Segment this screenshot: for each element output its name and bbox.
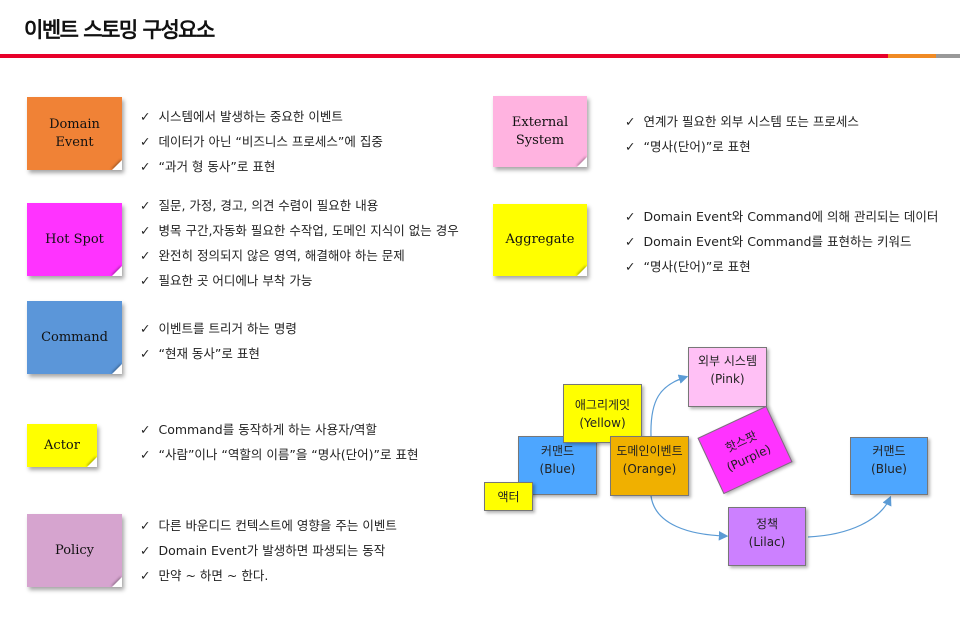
- bullet: Domain Event와 Command에 의해 관리되는 데이터: [625, 204, 938, 229]
- note-name: 도메인이벤트: [616, 444, 683, 458]
- command-bullets: 이벤트를 트리거 하는 명령 “현재 동사”로 표현: [140, 316, 297, 366]
- bullet: Domain Event가 발생하면 파생되는 동작: [140, 538, 397, 563]
- bullet: “사람”이나 “역할의 이름”을 “명사(단어)”로 표현: [140, 442, 418, 467]
- bullet: Command를 동작하게 하는 사용자/역할: [140, 417, 419, 442]
- divider-gray: [936, 54, 960, 58]
- external-system-bullets: 연계가 필요한 외부 시스템 또는 프로세스 “명사(단어)”로 표현: [625, 109, 859, 159]
- note-name: 애그리게잇: [574, 397, 631, 412]
- note-name: 커맨드: [540, 443, 575, 458]
- page-title: 이벤트 스토밍 구성요소: [24, 18, 215, 42]
- bullet: 필요한 곳 어디에나 부착 가능: [140, 268, 459, 293]
- bullet: 질문, 가정, 경고, 의견 수렴이 필요한 내용: [140, 193, 459, 218]
- diagram-aggregate-yellow: 애그리게잇 (Yellow): [563, 384, 642, 443]
- arrow-policy-to-command: [807, 495, 892, 538]
- sticky-label: Command: [41, 329, 108, 345]
- bullet: 시스템에서 발생하는 중요한 이벤트: [140, 104, 383, 129]
- sticky-label: Policy: [55, 542, 94, 558]
- diagram-event-orange: 도메인이벤트 (Orange): [610, 436, 689, 496]
- sticky-external-system: External System: [493, 96, 587, 167]
- domain-event-bullets: 시스템에서 발생하는 중요한 이벤트 데이터가 아닌 “비즈니스 프로세스”에 …: [140, 104, 383, 179]
- note-color: (Blue): [871, 462, 907, 476]
- bullet: 만약 ~ 하면 ~ 한다.: [140, 563, 397, 588]
- aggregate-bullets: Domain Event와 Command에 의해 관리되는 데이터 Domai…: [625, 204, 938, 279]
- note-name: 액터: [497, 489, 520, 504]
- diagram-command-blue-2: 커맨드 (Blue): [850, 437, 928, 495]
- note-name: 외부 시스템: [697, 354, 757, 368]
- sticky-label: External System: [511, 114, 569, 148]
- sticky-hot-spot: Hot Spot: [27, 203, 122, 276]
- bullet: 다른 바운디드 컨텍스트에 영향을 주는 이벤트: [140, 513, 396, 538]
- arrow-event-to-external: [650, 374, 689, 437]
- arrow-event-to-policy: [650, 495, 729, 541]
- bullet: “현재 동사”로 표현: [140, 341, 297, 366]
- hot-spot-bullets: 질문, 가정, 경고, 의견 수렴이 필요한 내용 병목 구간,자동화 필요한 …: [140, 193, 459, 293]
- policy-bullets: 다른 바운디드 컨텍스트에 영향을 주는 이벤트 Domain Event가 발…: [140, 513, 397, 588]
- bullet: “과거 형 동사”로 표현: [140, 154, 383, 179]
- bullet: 병목 구간,자동화 필요한 수작업, 도메인 지식이 없는 경우: [140, 218, 458, 243]
- bullet: “명사(단어)”로 표현: [625, 254, 938, 279]
- bullet: Domain Event와 Command를 표현하는 키워드: [625, 229, 938, 254]
- sticky-label: Aggregate: [505, 232, 575, 248]
- note-name: 정책: [755, 516, 779, 531]
- actor-bullets: Command를 동작하게 하는 사용자/역할 “사람”이나 “역할의 이름”을…: [140, 417, 419, 467]
- sticky-command: Command: [27, 301, 122, 374]
- bullet: 완전히 정의되지 않은 영역, 해결해야 하는 문제: [140, 243, 459, 268]
- diagram-policy-lilac: 정책 (Lilac): [728, 507, 806, 566]
- note-color: (Blue): [539, 461, 576, 476]
- note-color: (Pink): [710, 372, 745, 386]
- bullet: “명사(단어)”로 표현: [625, 134, 859, 159]
- sticky-actor: Actor: [27, 424, 97, 467]
- note-name: 커맨드: [872, 444, 906, 458]
- sticky-label: Actor: [44, 437, 80, 453]
- bullet: 이벤트를 트리거 하는 명령: [140, 316, 296, 341]
- note-color: (Orange): [622, 462, 677, 476]
- divider-red: [0, 54, 888, 58]
- sticky-label: Hot Spot: [45, 231, 104, 247]
- note-color: (Yellow): [579, 415, 626, 430]
- bullet: 연계가 필요한 외부 시스템 또는 프로세스: [625, 109, 858, 134]
- sticky-aggregate: Aggregate: [493, 204, 587, 276]
- diagram-actor-yellow: 액터: [484, 482, 533, 511]
- note-color: (Lilac): [748, 534, 786, 549]
- sticky-domain-event: Domain Event: [27, 97, 122, 170]
- diagram-external-pink: 외부 시스템 (Pink): [688, 347, 767, 407]
- bullet: 데이터가 아닌 “비즈니스 프로세스”에 집중: [140, 129, 382, 154]
- sticky-policy: Policy: [27, 514, 122, 587]
- divider-orange: [888, 54, 936, 58]
- sticky-label: Domain Event: [49, 116, 100, 150]
